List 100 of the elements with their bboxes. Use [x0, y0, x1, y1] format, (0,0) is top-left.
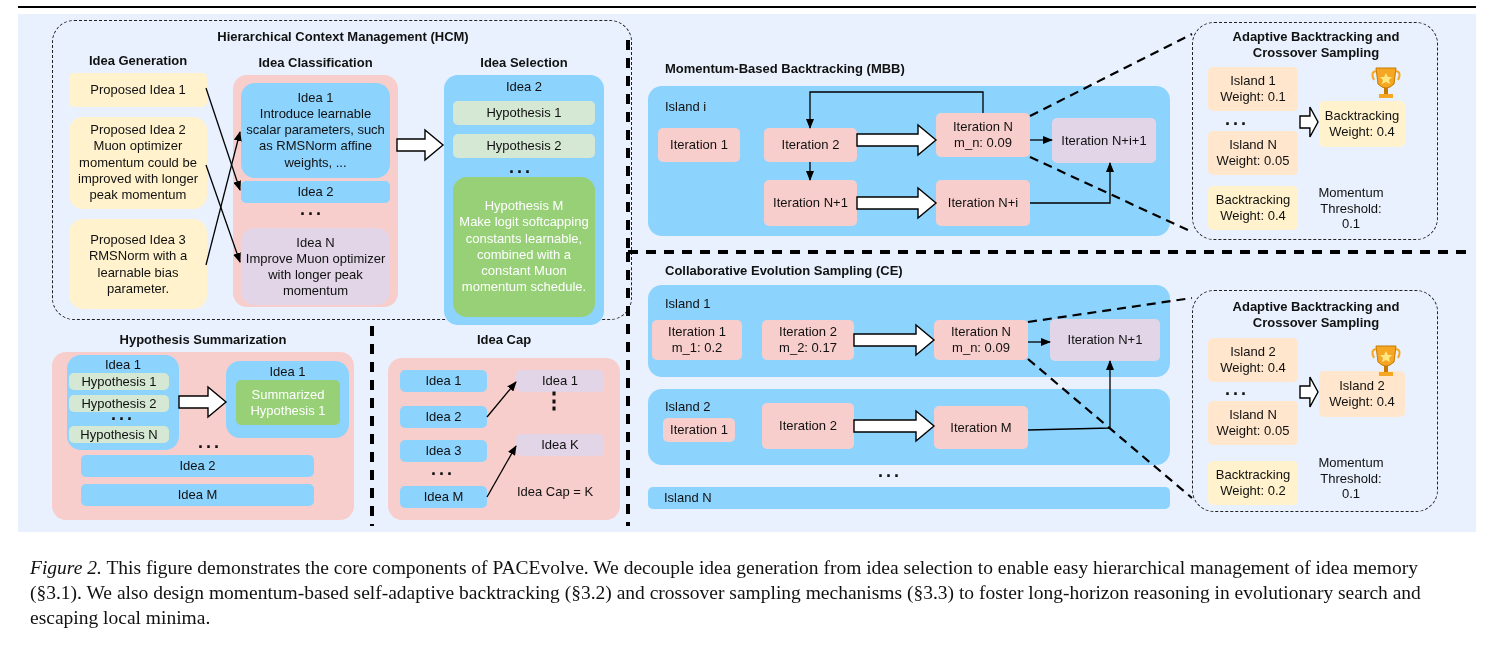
- arrow: [806, 91, 984, 129]
- node-label: Island 2 Weight: 0.4: [1328, 377, 1396, 411]
- node-label: Iteration N+i: [946, 194, 1020, 212]
- group-panel: [648, 389, 1170, 465]
- arrow: [1029, 136, 1053, 144]
- process-box: [241, 228, 390, 305]
- node-label: Iteration N+1: [772, 194, 849, 212]
- block-arrow: [1299, 106, 1319, 138]
- node-label: Summarized Hypothesis 1: [249, 386, 327, 419]
- group-label: Island 2: [665, 399, 712, 415]
- process-box: [69, 395, 169, 412]
- process-box: [762, 320, 854, 360]
- node-label: Idea 1: [296, 89, 335, 107]
- node-label: Iteration M: [949, 419, 1013, 436]
- process-box: [1050, 319, 1160, 361]
- node-label: Idea N: [295, 234, 336, 251]
- process-box: [516, 370, 604, 392]
- process-box: [1208, 67, 1298, 111]
- node-label: Island N Weight: 0.05: [1215, 136, 1291, 170]
- process-box: [1208, 186, 1298, 230]
- ellipsis-mark: ...: [299, 200, 325, 218]
- process-box: [663, 418, 735, 442]
- process-box: [1208, 461, 1298, 505]
- node-label: Iteration N+i+1: [1060, 132, 1148, 149]
- group-label: Island i: [665, 99, 708, 115]
- node-label: Iteration 2: [778, 417, 838, 435]
- process-box: [236, 380, 340, 425]
- arrow: [806, 161, 814, 181]
- group-panel: [67, 355, 179, 450]
- node-label: Idea 1: [540, 372, 580, 390]
- arrow: [1027, 360, 1114, 431]
- section-heading: Idea Generation: [87, 53, 189, 69]
- node-label: Backtracking Weight: 0.4: [1214, 191, 1292, 225]
- process-box: [652, 320, 742, 360]
- arrow: [205, 164, 241, 263]
- process-box: [658, 128, 740, 162]
- node-label: Make logit softcapping constants learnable, combined with a constant Muon momentum schedule.: [458, 214, 590, 296]
- section-heading: Adaptive Backtracking and Crossover Sampling: [1231, 299, 1401, 331]
- block-arrow: [853, 323, 936, 357]
- process-box: [241, 181, 390, 203]
- process-box: [1208, 401, 1298, 445]
- node-label: Introduce learnable scalar parameters, such as RMSNorm affine weights, ...: [245, 106, 386, 172]
- ellipsis-mark: ⋮: [541, 390, 569, 412]
- process-box: [241, 83, 390, 178]
- process-box: [81, 484, 314, 506]
- section-heading: Momentum-Based Backtracking (MBB): [665, 61, 906, 77]
- process-box: [934, 406, 1028, 449]
- node-label: Hypothesis 2: [80, 395, 158, 412]
- ellipsis-mark: ...: [508, 158, 534, 176]
- process-box: [69, 219, 207, 309]
- zoom-line: [1029, 33, 1193, 117]
- group-label: Idea Cap = K: [515, 484, 595, 500]
- process-box: [1052, 118, 1156, 163]
- arrow: [486, 445, 517, 498]
- process-box: [69, 426, 169, 443]
- process-box: [400, 440, 487, 462]
- section-heading: Idea Classification: [257, 55, 374, 71]
- section-heading: Idea Selection: [479, 55, 569, 71]
- process-box: [400, 486, 487, 508]
- node-label: Improve Muon optimizer with longer peak momentum: [245, 250, 386, 299]
- dashed-group-frame: [1192, 22, 1438, 240]
- process-box: [400, 370, 487, 392]
- process-box: [516, 434, 604, 456]
- node-label: Iteration 2 m_2: 0.17: [778, 323, 838, 357]
- process-box: [453, 177, 595, 317]
- process-box: [764, 180, 857, 226]
- process-box: [762, 403, 854, 449]
- node-label: Hypothesis M: [483, 198, 565, 215]
- ellipsis-mark: ...: [1224, 380, 1250, 398]
- node-label: Iteration N+1: [1066, 331, 1144, 349]
- process-box: [69, 373, 169, 390]
- node-label: Proposed Idea 3 RMSNorm with a learnable bias parameter.: [87, 231, 189, 297]
- block-arrow: [1299, 376, 1319, 408]
- process-box: [648, 487, 1170, 509]
- ellipsis-mark: ...: [877, 462, 903, 480]
- node-label: Island 1 Weight: 0.1: [1219, 72, 1287, 106]
- arrow: [486, 381, 517, 418]
- node-label: Backtracking Weight: 0.4: [1323, 107, 1401, 141]
- block-arrow: [856, 123, 938, 157]
- block-arrow: [396, 128, 445, 162]
- node-label: Idea 2: [424, 408, 463, 426]
- process-box: [1319, 101, 1405, 147]
- dashed-group-frame: [1192, 290, 1438, 512]
- group-label: Idea 1: [268, 364, 307, 380]
- arrow: [205, 131, 242, 266]
- node-label: Idea M: [422, 488, 465, 506]
- node-label: Iteration 1: [669, 136, 729, 154]
- node-label: Proposed Idea 2 Muon optimizer momentum could be improved with longer peak momentum: [77, 122, 199, 204]
- group-label: Idea 1: [103, 357, 143, 373]
- group-label: Island 1: [665, 296, 712, 312]
- node-label: Proposed Idea 1: [89, 81, 187, 99]
- node-label: Island N: [664, 489, 713, 507]
- node-label: Hypothesis 2: [485, 137, 563, 155]
- node-label: Idea 2: [296, 183, 335, 201]
- node-label: Idea M: [176, 486, 219, 504]
- section-heading: Idea Cap: [475, 332, 533, 348]
- block-arrow: [856, 186, 938, 220]
- arrow: [1029, 162, 1114, 204]
- process-box: [69, 73, 207, 107]
- node-label: Idea 2: [178, 457, 217, 475]
